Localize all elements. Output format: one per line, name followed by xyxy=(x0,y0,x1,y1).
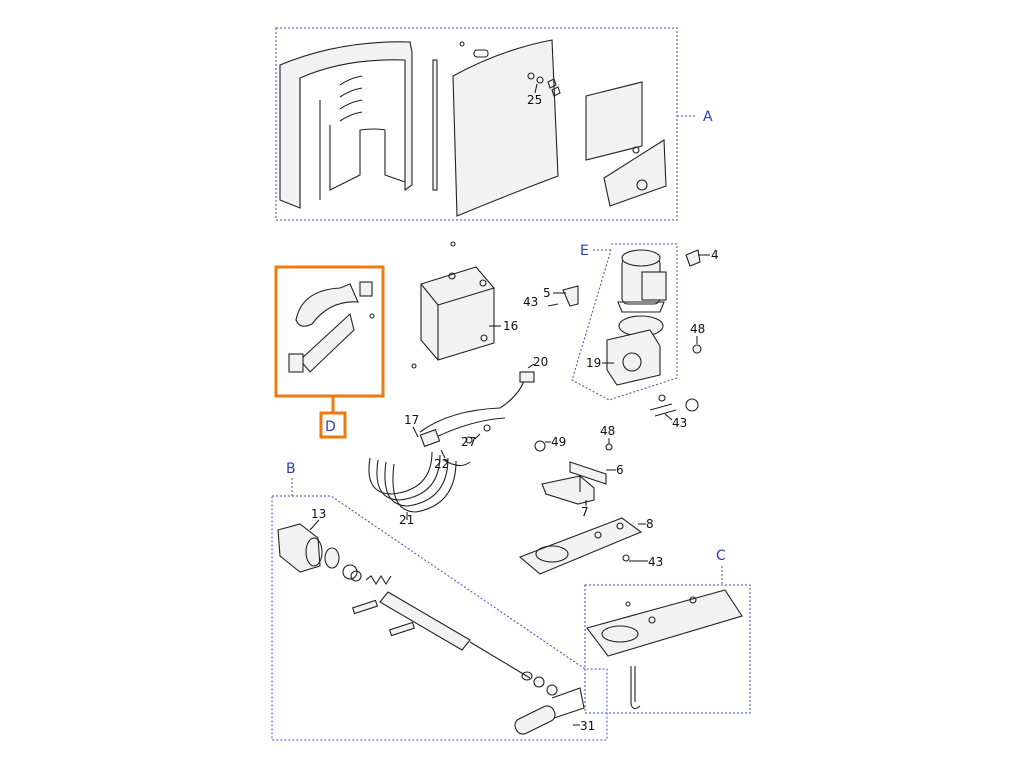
part-8[interactable]: 8 xyxy=(646,517,654,531)
bracket-5 xyxy=(547,285,579,307)
group-c-label[interactable]: C xyxy=(716,548,726,564)
leader-27 xyxy=(474,433,481,440)
part-43c[interactable]: 43 xyxy=(648,555,663,569)
pins xyxy=(351,599,416,637)
part-48b[interactable]: 48 xyxy=(600,424,615,438)
leader-20 xyxy=(527,363,535,369)
release-lever xyxy=(288,281,375,373)
drive-shaft xyxy=(379,591,558,696)
group-c[interactable]: C xyxy=(584,548,751,714)
part-48a[interactable]: 48 xyxy=(690,322,705,336)
part-27[interactable]: 27 xyxy=(461,435,476,449)
circlips xyxy=(342,564,362,582)
part-43b[interactable]: 43 xyxy=(672,416,687,430)
group-b-border xyxy=(271,495,608,741)
mount-bracket-7 xyxy=(541,475,595,505)
part-13[interactable]: 13 xyxy=(311,507,326,521)
group-b-label[interactable]: B xyxy=(286,461,296,477)
group-e-label[interactable]: E xyxy=(580,243,589,259)
leader-13 xyxy=(309,519,320,531)
group-a-border xyxy=(275,27,678,221)
spring xyxy=(365,574,392,586)
release-crank xyxy=(514,687,585,735)
part-22[interactable]: 22 xyxy=(434,457,449,471)
part-16[interactable]: 16 xyxy=(503,319,518,333)
part-49[interactable]: 49 xyxy=(551,435,566,449)
screw-top xyxy=(450,241,456,247)
washer-49 xyxy=(534,440,546,452)
rod xyxy=(432,59,438,191)
group-a-label[interactable]: A xyxy=(703,109,713,125)
gear-reducer xyxy=(606,315,664,386)
part-7[interactable]: 7 xyxy=(581,505,589,519)
group-d-label-box xyxy=(319,411,347,439)
leader-17 xyxy=(412,426,419,438)
angle-6 xyxy=(569,461,607,485)
part-19[interactable]: 19 xyxy=(586,356,601,370)
leader-43b xyxy=(664,413,673,421)
part-20[interactable]: 20 xyxy=(533,355,548,369)
group-d-border xyxy=(274,265,385,398)
leader-25 xyxy=(534,83,538,94)
group-b[interactable]: B xyxy=(271,461,608,741)
base-plate-8 xyxy=(518,517,643,575)
part-43a[interactable]: 43 xyxy=(523,295,538,309)
part-17[interactable]: 17 xyxy=(404,413,419,427)
part-21[interactable]: 21 xyxy=(399,513,414,527)
part-31[interactable]: 31 xyxy=(580,719,595,733)
group-d-label[interactable]: D xyxy=(325,419,336,435)
part-25[interactable]: 25 xyxy=(527,93,542,107)
part-4[interactable]: 4 xyxy=(711,248,719,262)
group-c-border xyxy=(584,584,751,714)
cover-housing xyxy=(279,41,413,209)
cable-harness xyxy=(368,371,535,513)
foundation-plate xyxy=(586,589,743,657)
group-d[interactable]: D xyxy=(274,265,385,439)
part-5[interactable]: 5 xyxy=(543,286,551,300)
nut-48b xyxy=(605,443,613,451)
gear-13 xyxy=(277,523,340,573)
group-e[interactable]: E xyxy=(571,243,678,401)
junction-box xyxy=(420,266,495,361)
group-e-border xyxy=(571,243,678,401)
lock-parts xyxy=(459,41,561,97)
group-a[interactable]: A 25 xyxy=(275,27,713,221)
leader-22 xyxy=(440,449,446,459)
anchor-bolt xyxy=(630,666,641,710)
nut-48a xyxy=(692,344,702,354)
screw-43c xyxy=(622,554,630,562)
shaft-key-parts xyxy=(649,394,699,417)
back-plate xyxy=(585,81,667,207)
bracket-4 xyxy=(685,249,701,267)
part-6[interactable]: 6 xyxy=(616,463,624,477)
door-panel xyxy=(452,39,559,217)
electric-motor xyxy=(617,249,667,313)
screw-box xyxy=(411,363,417,369)
